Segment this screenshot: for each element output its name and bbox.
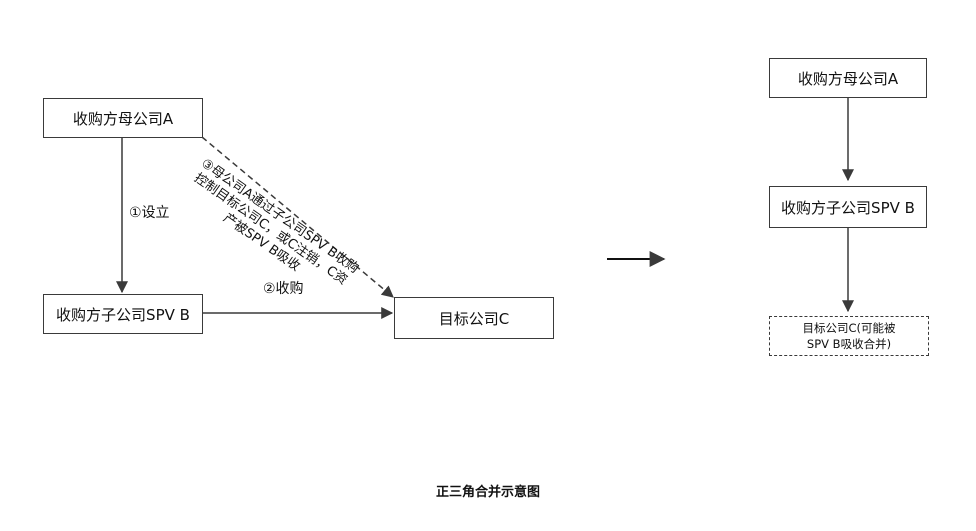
right-target-label-line2: SPV B吸收合并)	[806, 337, 892, 351]
edge-control-arrow	[201, 136, 394, 298]
spv-b-label: 收购方子公司SPV B	[56, 305, 190, 324]
parent-company-a-label: 收购方母公司A	[72, 109, 174, 128]
right-spv-b-box: 收购方子公司SPV B	[769, 186, 927, 228]
right-target-company-c-box: 目标公司C(可能被 SPV B吸收合并)	[769, 316, 929, 356]
figure-caption: 正三角合并示意图	[435, 485, 540, 500]
edge-acquire-label: ②收购	[263, 281, 304, 297]
right-parent-company-a-box: 收购方母公司A	[769, 58, 927, 98]
right-parent-company-a-label: 收购方母公司A	[797, 69, 899, 88]
edge-setup-label: ①设立	[129, 205, 170, 221]
right-target-label-line1: 目标公司C(可能被	[802, 321, 896, 335]
right-spv-b-label: 收购方子公司SPV B	[781, 198, 915, 217]
target-company-c-label: 目标公司C	[438, 309, 510, 328]
spv-b-box: 收购方子公司SPV B	[43, 294, 203, 334]
target-company-c-box: 目标公司C	[394, 297, 554, 339]
parent-company-a-box: 收购方母公司A	[43, 98, 203, 138]
